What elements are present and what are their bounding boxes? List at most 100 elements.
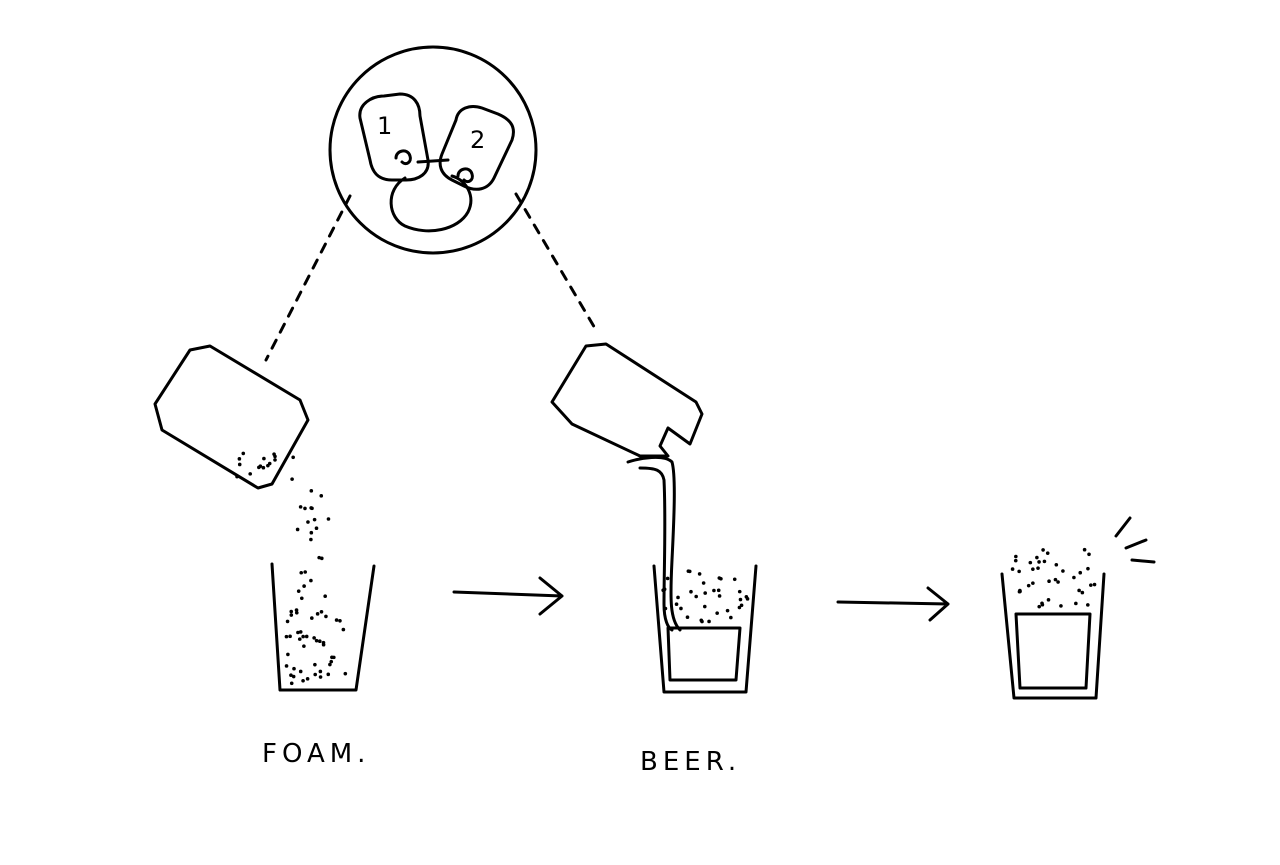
foam-dot xyxy=(1036,566,1040,570)
foam-dot xyxy=(1077,588,1081,593)
glass-foam-dots xyxy=(284,608,348,686)
foam-dot xyxy=(289,613,294,617)
foam-dot xyxy=(296,630,300,635)
foam-dot xyxy=(328,662,332,667)
foam-dot xyxy=(1031,567,1035,571)
middle-can xyxy=(550,342,704,458)
foam-dot xyxy=(665,576,670,581)
foam-dot xyxy=(289,673,293,677)
foam-dot xyxy=(716,588,721,593)
foam-dot xyxy=(289,609,294,614)
label-foam: FOAM. xyxy=(262,739,370,769)
foam-dot xyxy=(1018,588,1022,593)
foam-dot xyxy=(298,669,303,674)
foam-dot xyxy=(1014,554,1018,559)
foam-dot xyxy=(1040,601,1044,606)
foam-dot xyxy=(697,572,702,576)
foam-dot xyxy=(318,669,323,674)
foam-dot xyxy=(1035,555,1039,560)
foam-dot xyxy=(1046,598,1051,602)
foam-dot xyxy=(700,619,704,624)
foam-dot xyxy=(310,616,314,620)
foam-dot xyxy=(284,634,289,639)
foam-dot xyxy=(305,677,310,681)
foam-dot xyxy=(725,608,730,613)
foam-dot xyxy=(317,555,321,560)
foam-dot xyxy=(1078,570,1083,575)
foam-dot xyxy=(712,588,716,593)
beer-liquid xyxy=(666,626,742,682)
foam-dot xyxy=(701,581,706,585)
foam-dot xyxy=(1026,583,1031,588)
foam-dot xyxy=(288,634,292,639)
foam-dot xyxy=(702,604,707,609)
foam-stream-dots xyxy=(235,451,331,601)
leader-line-left xyxy=(264,194,352,362)
foam-dot xyxy=(1056,580,1060,584)
foam-dot xyxy=(291,455,295,460)
foam-dot xyxy=(739,603,744,608)
foam-dot xyxy=(1028,560,1033,565)
foam-dot xyxy=(284,664,289,668)
label-beer: BEER. xyxy=(640,747,741,777)
foam-dot xyxy=(679,606,683,611)
foam-dot xyxy=(273,454,277,459)
foam-dot xyxy=(737,589,742,594)
glass-final-foam-dots xyxy=(1010,547,1097,609)
foam-dot xyxy=(303,570,307,574)
foam-dot xyxy=(323,594,327,599)
foam-dot xyxy=(703,591,708,595)
foam-dot xyxy=(1010,567,1015,571)
foam-dot xyxy=(1061,569,1065,573)
foam-dot xyxy=(338,618,342,623)
foam-dot xyxy=(729,615,733,620)
foam-dot xyxy=(313,672,318,677)
foam-dot xyxy=(1037,604,1042,609)
foam-dot xyxy=(309,537,313,542)
foam-dot xyxy=(1042,559,1047,564)
tab-link-bar xyxy=(416,158,450,164)
leader-line-right xyxy=(514,192,598,332)
tab-1: 1 xyxy=(358,92,430,182)
foam-dot xyxy=(674,602,679,606)
foam-dot xyxy=(707,619,711,624)
beer-stream xyxy=(626,455,682,632)
foam-dot xyxy=(737,605,742,610)
tab-2: 2 xyxy=(438,105,515,191)
foam-dot xyxy=(685,615,690,619)
foam-dot xyxy=(1087,552,1091,557)
foam-dot xyxy=(290,477,294,481)
foam-dot xyxy=(312,636,316,640)
foam-dot xyxy=(261,465,266,470)
foam-dot xyxy=(1054,562,1059,567)
foam-dot xyxy=(1082,547,1087,552)
foam-dot xyxy=(738,597,743,602)
foam-dot xyxy=(1092,582,1097,587)
foam-dot xyxy=(301,678,305,683)
left-can xyxy=(153,344,310,490)
foam-dot xyxy=(286,652,290,657)
tab-connector-loop xyxy=(389,174,473,233)
foam-dot xyxy=(299,570,304,575)
foam-dot xyxy=(1072,575,1076,580)
tab-2-number: 2 xyxy=(470,126,485,154)
foam-dot xyxy=(315,612,320,616)
foam-dot xyxy=(291,674,296,679)
foam-dot xyxy=(304,634,309,639)
foam-dot xyxy=(313,662,317,667)
foam-dot xyxy=(1074,601,1078,606)
foam-dot xyxy=(257,465,261,470)
foam-dot xyxy=(343,671,348,676)
foam-dot xyxy=(241,451,246,456)
foam-dot xyxy=(1013,558,1018,563)
foam-dot xyxy=(294,610,299,615)
foam-dot xyxy=(1047,579,1051,584)
foam-dot xyxy=(318,675,323,679)
final-beer-liquid xyxy=(1014,612,1092,690)
foam-dot xyxy=(248,472,253,476)
foam-dot xyxy=(285,619,290,624)
foam-dot xyxy=(292,666,296,671)
foam-dot xyxy=(732,577,737,582)
foam-dot xyxy=(1086,566,1090,571)
foam-dot xyxy=(319,494,324,498)
